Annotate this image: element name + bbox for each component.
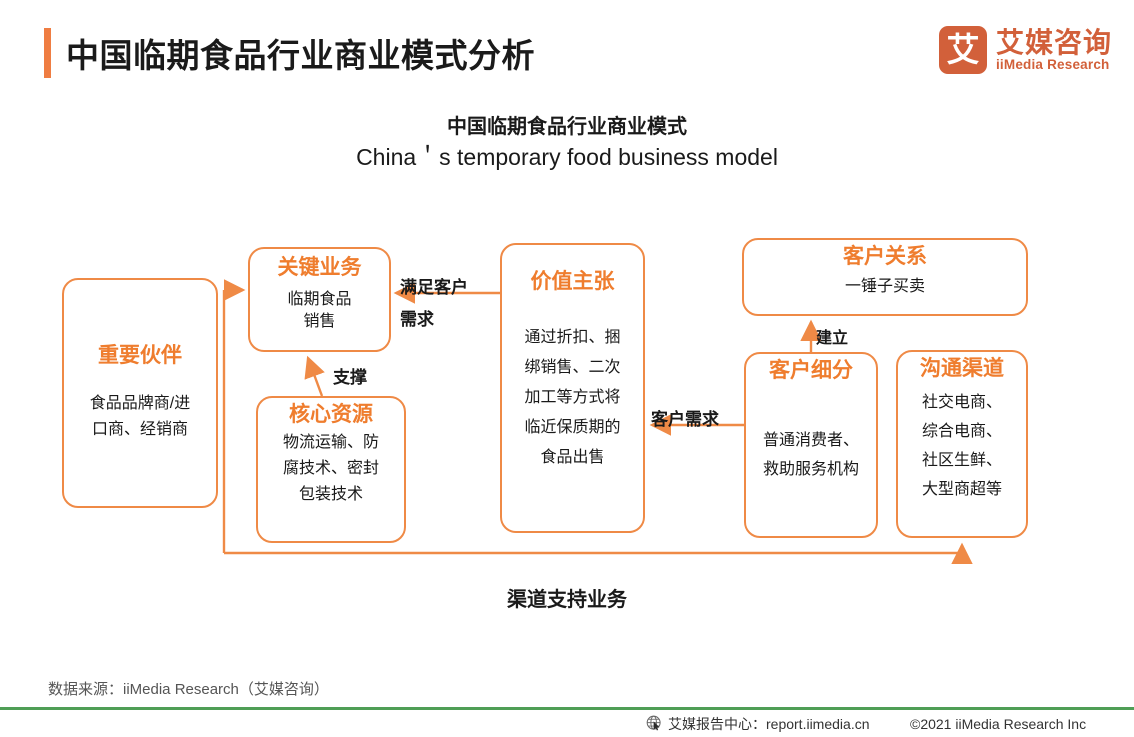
data-source-note: 数据来源：iiMedia Research（艾媒咨询）	[48, 681, 329, 698]
node-body-line: 通过折扣、捆	[524, 329, 621, 346]
edge-label-line: 需求	[400, 310, 434, 329]
node-body: 食品品牌商/进 口商、经销商	[90, 391, 190, 443]
node-customer-segments[interactable]: 客户细分 普通消费者、 救助服务机构	[744, 352, 878, 538]
node-body-line: 腐技术、密封	[282, 460, 379, 477]
node-body-line: 社交电商、	[921, 394, 1002, 411]
logo-label-en: iiMedia Research	[995, 56, 1110, 72]
node-value-proposition[interactable]: 价值主张 通过折扣、捆 绑销售、二次 加工等方式将 临近保质期的 食品出售	[500, 243, 645, 533]
edge-label-satisfy-customer-needs: 满足客户 需求	[400, 272, 468, 336]
node-body-line: 临期食品	[287, 291, 352, 308]
footer-report-center: 艾媒报告中心：report.iimedia.cn	[646, 714, 870, 734]
node-core-resources[interactable]: 核心资源 物流运输、防 腐技术、密封 包装技术	[256, 396, 406, 543]
node-body-line: 食品出售	[540, 449, 605, 466]
node-body-line: 综合电商、	[921, 423, 1002, 440]
node-important-partners[interactable]: 重要伙伴 食品品牌商/进 口商、经销商	[62, 278, 218, 508]
node-title: 沟通渠道	[920, 357, 1004, 380]
node-body: 物流运输、防 腐技术、密封 包装技术	[283, 430, 379, 508]
logo-label-cn: 艾媒咨询	[995, 26, 1112, 58]
edge-label-establish: 建立	[816, 330, 849, 347]
node-body-line: 大型商超等	[921, 481, 1002, 498]
node-title: 重要伙伴	[98, 344, 182, 367]
node-body-line: 绑销售、二次	[524, 359, 621, 376]
globe-icon	[646, 715, 661, 731]
edge-label-line: 满足客户	[400, 278, 468, 297]
node-body-line: 一锤子买卖	[844, 278, 925, 295]
node-body-line: 包装技术	[298, 486, 363, 503]
footer-copyright: ©2021 iiMedia Research Inc	[910, 715, 1087, 732]
node-body-line: 普通消费者、	[762, 432, 859, 449]
node-title: 价值主张	[530, 270, 615, 293]
node-title: 客户关系	[843, 245, 927, 268]
node-customer-relations[interactable]: 客户关系 一锤子买卖	[742, 238, 1028, 316]
node-body-line: 加工等方式将	[524, 389, 621, 406]
logo-text: 艾媒咨询 iiMedia Research	[996, 28, 1112, 73]
edge-label-customer-demand: 客户需求	[651, 410, 719, 429]
title-accent-bar	[44, 28, 51, 78]
node-key-business[interactable]: 关键业务 临期食品 销售	[248, 247, 391, 352]
node-body: 通过折扣、捆 绑销售、二次 加工等方式将 临近保质期的 食品出售	[524, 323, 620, 473]
edge-label-support: 支撑	[333, 368, 367, 387]
logo-mark-icon: 艾	[938, 26, 987, 74]
footer-report-center-label: 艾媒报告中心：report.iimedia.cn	[668, 715, 870, 732]
page-header: 中国临期食品行业商业模式分析 艾 艾媒咨询 iiMedia Research	[0, 0, 1134, 96]
node-body-line: 救助服务机构	[762, 461, 859, 478]
chart-title-cn: 中国临期食品行业商业模式	[447, 116, 687, 138]
node-body: 一锤子买卖	[845, 274, 925, 300]
page-footer: 艾媒报告中心：report.iimedia.cn ©2021 iiMedia R…	[0, 710, 1134, 737]
node-body-line: 食品品牌商/进	[89, 395, 191, 412]
node-title: 关键业务	[277, 256, 362, 279]
edge-label-channel-support-business: 渠道支持业务	[507, 589, 627, 611]
node-body-line: 物流运输、防	[282, 434, 379, 451]
node-title: 客户细分	[769, 359, 853, 382]
iimedia-logo: 艾 艾媒咨询 iiMedia Research	[938, 24, 1112, 76]
node-body: 临期食品 销售	[287, 289, 351, 333]
node-body: 社交电商、 综合电商、 社区生鲜、 大型商超等	[922, 388, 1002, 504]
node-communication-channels[interactable]: 沟通渠道 社交电商、 综合电商、 社区生鲜、 大型商超等	[896, 350, 1028, 538]
node-title: 核心资源	[289, 403, 373, 426]
chart-title-en: China＇s temporary food business model	[356, 144, 778, 170]
node-body-line: 社区生鲜、	[921, 452, 1002, 469]
footer-divider	[0, 707, 1134, 710]
page-title: 中国临期食品行业商业模式分析	[66, 37, 535, 74]
node-body-line: 临近保质期的	[524, 419, 621, 436]
node-body: 普通消费者、 救助服务机构	[763, 426, 859, 484]
node-body-line: 销售	[303, 313, 336, 330]
node-body-line: 口商、经销商	[91, 421, 188, 438]
